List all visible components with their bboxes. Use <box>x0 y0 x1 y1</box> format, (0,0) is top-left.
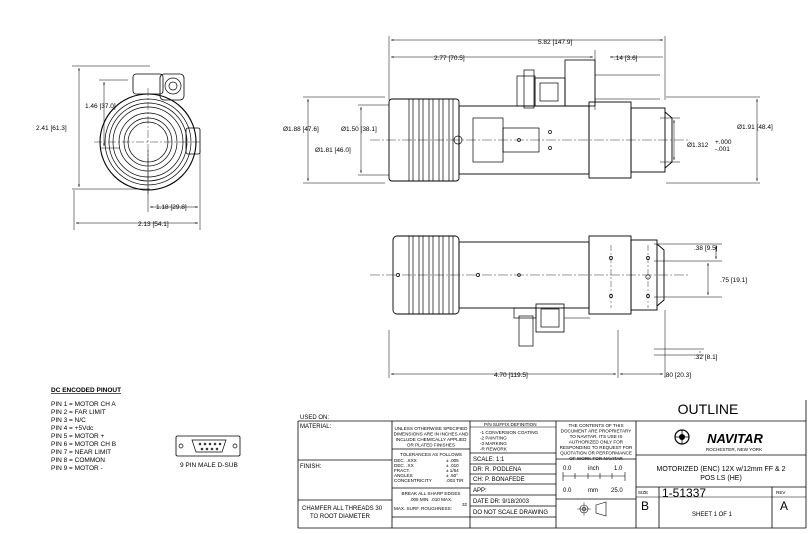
dim-241: 2.41 [61.3] <box>36 125 67 132</box>
general-note: UNLESS OTHERWISE SPECIFIED <box>395 426 469 431</box>
material-label: MATERIAL: <box>300 424 332 430</box>
dim-tol-minus: -.001 <box>715 146 730 153</box>
edges-note: BREAK ALL SHARP EDGES <box>402 491 461 496</box>
proprietary-note: DOCUMENT ARE PROPRIETARY <box>561 429 632 434</box>
suffix-title: P/N SUFFIX DEFINITION <box>484 422 537 427</box>
pin-line: PIN 5 = MOTOR + <box>51 433 105 440</box>
dim-32: .32 [8.1] <box>694 354 718 361</box>
dim-181: Ø1.81 [46.0] <box>315 147 351 154</box>
suffix-item: -R REWORK <box>480 447 508 452</box>
proprietary-note: TO NAVITAR. ITS USE IS <box>570 434 623 439</box>
dim-150: Ø1.50 [38.1] <box>341 126 377 133</box>
front-view <box>72 65 202 230</box>
tol-value: ± 1/64 <box>446 468 459 473</box>
tolerances-title: TOLERANCES AS FOLLOWS <box>400 452 462 457</box>
dim-1312: Ø1.312 <box>687 142 709 149</box>
tol-value: ± .010 <box>446 463 459 468</box>
scale-mm-unit: mm <box>588 488 598 494</box>
roughness-value: 32 <box>462 502 468 507</box>
general-note: OR PLATED FINISHES <box>407 443 455 448</box>
dim-213: 2.13 [54.1] <box>138 221 169 228</box>
part-number: 1-51337 <box>662 486 706 500</box>
general-note: DIMENSIONS ARE IN INCHES AND <box>394 432 469 437</box>
part-description: POS LS (HE) <box>700 475 742 482</box>
tol-label: DEC. .XXX <box>394 458 417 463</box>
side-view <box>303 36 760 184</box>
tol-label: DEC. .XX <box>394 463 414 468</box>
scale-inch-unit: inch <box>588 466 599 472</box>
dim-14: .14 [3.6] <box>614 55 638 62</box>
proprietary-note: QUOTATION OR PERFORMANCE <box>560 451 632 456</box>
pinout-list: PIN 1 = MOTOR CH A PIN 2 = FAR LIMIT PIN… <box>51 401 116 472</box>
dim-75: .75 [19.1] <box>720 277 747 284</box>
pin-line: PIN 8 = COMMON <box>51 457 105 464</box>
dim-191: Ø1.91 [48.4] <box>737 124 773 131</box>
company-location: ROCHESTER, NEW YORK <box>706 447 763 452</box>
pinout-title: DC ENCODED PINOUT <box>51 387 121 394</box>
rev-value: A <box>780 499 788 513</box>
title-block-text: USED ON: MATERIAL: FINISH: CHAMFER ALL T… <box>300 401 788 520</box>
proprietary-note: THE CONTENTS OF THIS <box>568 423 623 428</box>
chamfer-note: CHAMFER ALL THREADS 30 <box>302 506 383 512</box>
drawing-title: OUTLINE <box>678 401 739 417</box>
scale-mm-end: 25.0 <box>611 488 623 494</box>
part-description: MOTORIZED (ENC) 12X w/12mm FF & 2 <box>657 466 786 473</box>
scale-field: SCALE: 1:1 <box>473 457 505 463</box>
general-note: INCLUDE CHEMICALLY APPLIED <box>396 437 467 442</box>
company-name: NAVITAR <box>707 431 763 446</box>
suffix-item: -1 CONVERSION COATING <box>480 430 539 435</box>
bottom-view <box>370 235 722 378</box>
tol-value: ± .50° <box>446 473 458 478</box>
size-label: SIZE <box>638 490 648 495</box>
used-on-label: USED ON: <box>300 415 329 421</box>
connector-label: 9 PIN MALE D-SUB <box>180 462 238 469</box>
dim-118: 1.18 [29.8] <box>156 204 187 211</box>
pin-line: PIN 2 = FAR LIMIT <box>51 409 106 416</box>
proprietary-note: OF WORK FOR NAVITAR <box>569 456 623 461</box>
pin-line: PIN 3 = N/C <box>51 417 86 424</box>
rev-label: REV <box>776 490 786 495</box>
drawn-by: DR: R. PODLENA <box>473 467 521 473</box>
navitar-logo-icon <box>674 429 690 445</box>
tol-value: ± .005 <box>446 458 459 463</box>
do-not-scale: DO NOT SCALE DRAWING <box>473 510 548 516</box>
pin-line: PIN 6 = MOTOR CH B <box>51 441 116 448</box>
dsub-connector-icon <box>175 435 241 457</box>
size-value: B <box>641 499 649 513</box>
dim-38: .38 [9.5] <box>694 245 718 252</box>
pin-line: PIN 4 = +5Vdc <box>51 425 94 432</box>
tol-label: FRACT. <box>394 468 410 473</box>
dim-582: 5.82 [147.9] <box>538 39 573 46</box>
pin-line: PIN 9 = MOTOR - <box>51 465 103 472</box>
pin-line: PIN 7 = NEAR LIMIT <box>51 449 111 456</box>
dim-277: 2.77 [70.5] <box>434 55 465 62</box>
dim-tol-plus: +.000 <box>715 139 732 146</box>
tol-label: CONCENTRICITY <box>394 478 432 483</box>
approved-by: APP: <box>473 488 487 494</box>
proprietary-note: AUTHORIZED ONLY FOR <box>569 440 624 445</box>
date-drawn: DATE DR: 9/18/2003 <box>473 499 530 505</box>
checked-by: CH: P. BONAFEDE <box>473 477 525 483</box>
tol-value: .003 TIR <box>446 478 464 483</box>
dim-188: Ø1.88 [47.6] <box>283 126 319 133</box>
proprietary-note: RESPONDING TO REQUEST FOR <box>560 445 633 450</box>
dim-470: 4.70 [119.5] <box>494 372 528 379</box>
dim-80: .80 [20.3] <box>664 372 691 379</box>
finish-label: FINISH: <box>300 464 322 470</box>
pin-line: PIN 1 = MOTOR CH A <box>51 401 116 408</box>
roughness-label: MAX. SURF. ROUGHNESS: <box>394 506 452 511</box>
scale-mm-start: 0.0 <box>563 488 572 494</box>
sheet-number: SHEET 1 OF 1 <box>692 512 733 518</box>
edges-note: .005 MIN. .010 MAX. <box>410 497 453 502</box>
suffix-item: -2 PAINTING <box>480 436 507 441</box>
dim-146: 1.46 [37.0] <box>85 103 116 110</box>
tol-label: ANGLES <box>394 473 413 478</box>
suffix-item: -3 MARKING <box>480 441 507 446</box>
scale-inch-end: 1.0 <box>614 466 623 472</box>
chamfer-note: TO ROOT DIAMETER <box>310 514 370 520</box>
title-block-grid <box>297 400 807 529</box>
scale-inch-start: 0.0 <box>563 466 572 472</box>
